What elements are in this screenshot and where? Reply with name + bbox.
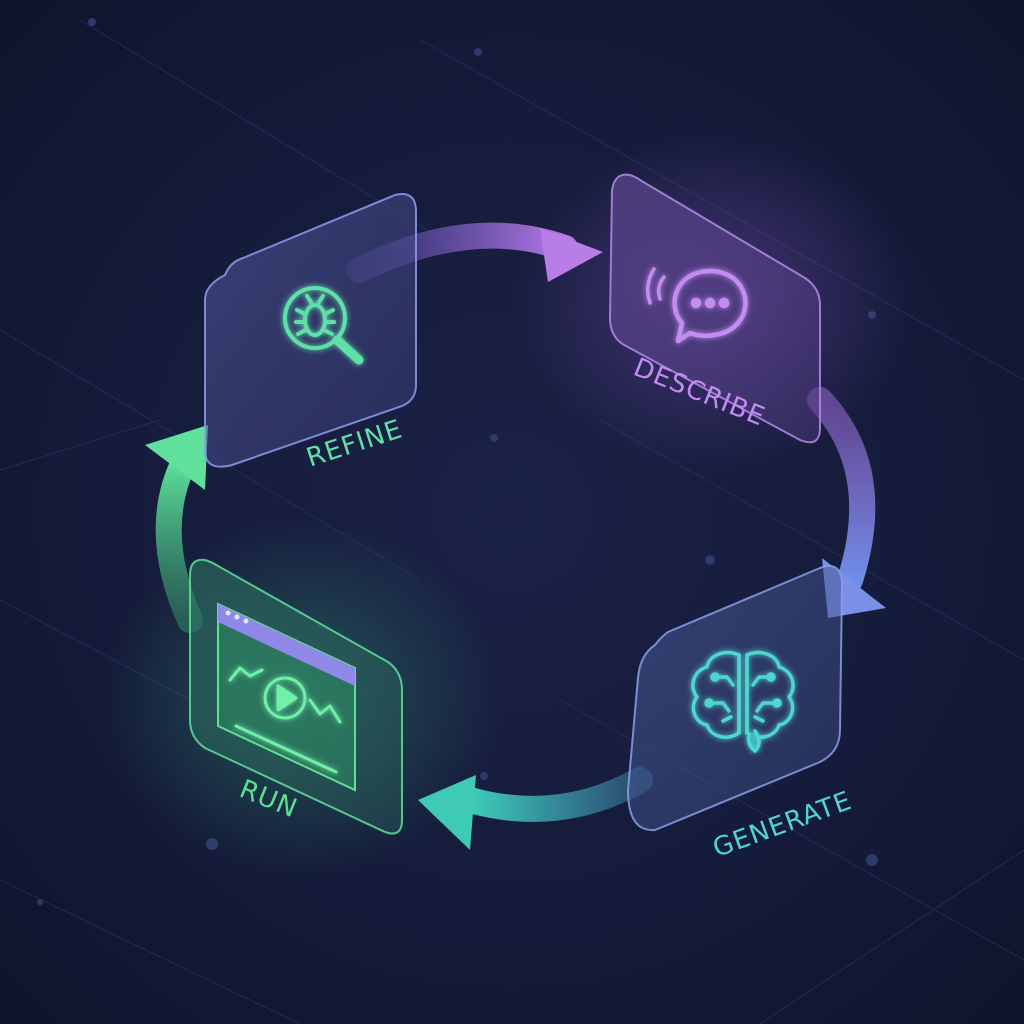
stage-card-generate: GENERATE (626, 565, 856, 864)
arrow-run-to-refine (145, 425, 208, 633)
brain-circuit-icon (691, 650, 795, 753)
arrow-generate-to-run (418, 767, 653, 850)
chat-bubble-icon (646, 267, 748, 344)
search-bug-icon (283, 286, 364, 365)
stage-card-refine: REFINE (204, 193, 417, 474)
stage-card-run: RUN (189, 558, 403, 835)
play-window-icon (217, 602, 356, 792)
